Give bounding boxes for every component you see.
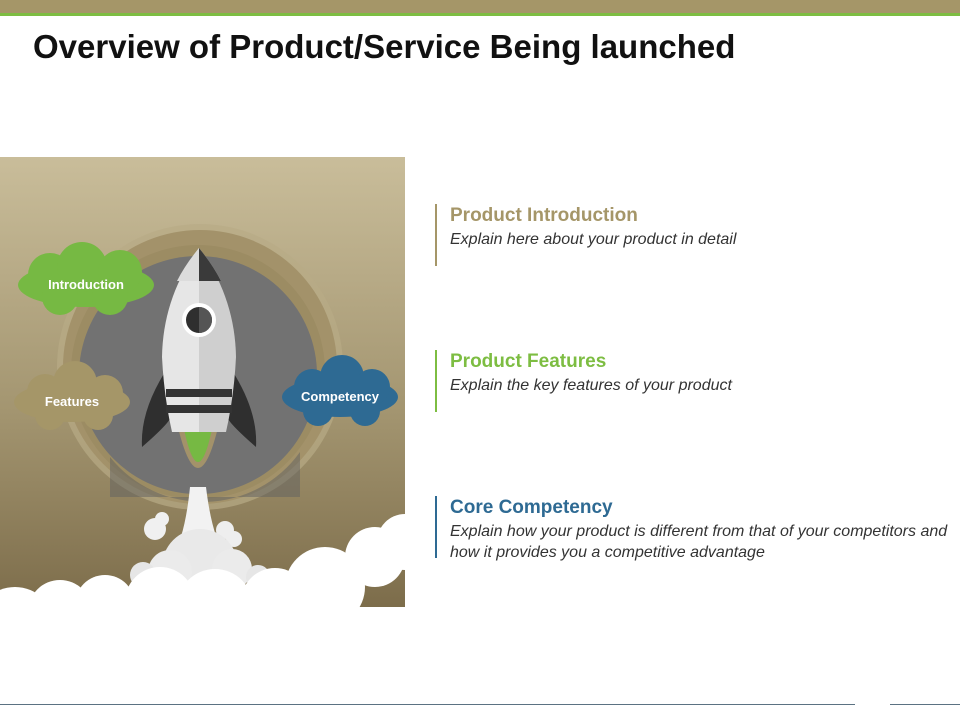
competency-cloud-label: Competency [301, 389, 380, 404]
competency-cloud: Competency [282, 355, 398, 426]
product-features-description: Explain the key features of your product [450, 377, 732, 394]
features-cloud: Features [14, 361, 130, 430]
slide-title: Overview of Product/Service Being launch… [33, 28, 736, 65]
core-competency-heading: Core Competency [450, 497, 613, 518]
top-accent-bar [0, 0, 960, 13]
smoke-cloud [0, 487, 405, 620]
product-introduction-description: Explain here about your product in detai… [450, 231, 737, 248]
product-introduction-heading: Product Introduction [450, 205, 638, 226]
introduction-cloud-label: Introduction [48, 277, 124, 292]
features-cloud-label: Features [45, 394, 99, 409]
product-features-block: Product Features Explain the key feature… [435, 350, 960, 412]
rocket-icon [141, 248, 257, 468]
footer-divider-short [890, 704, 960, 705]
introduction-cloud: Introduction [18, 242, 154, 315]
core-competency-block: Core Competency Explain how your product… [435, 496, 960, 561]
core-competency-description: Explain how your product is different fr… [450, 523, 948, 561]
footer-divider [0, 704, 855, 705]
rocket-illustration: Introduction Features Competency [0, 157, 405, 620]
top-accent-line [0, 13, 960, 16]
product-features-heading: Product Features [450, 351, 607, 372]
product-introduction-block: Product Introduction Explain here about … [435, 204, 960, 266]
